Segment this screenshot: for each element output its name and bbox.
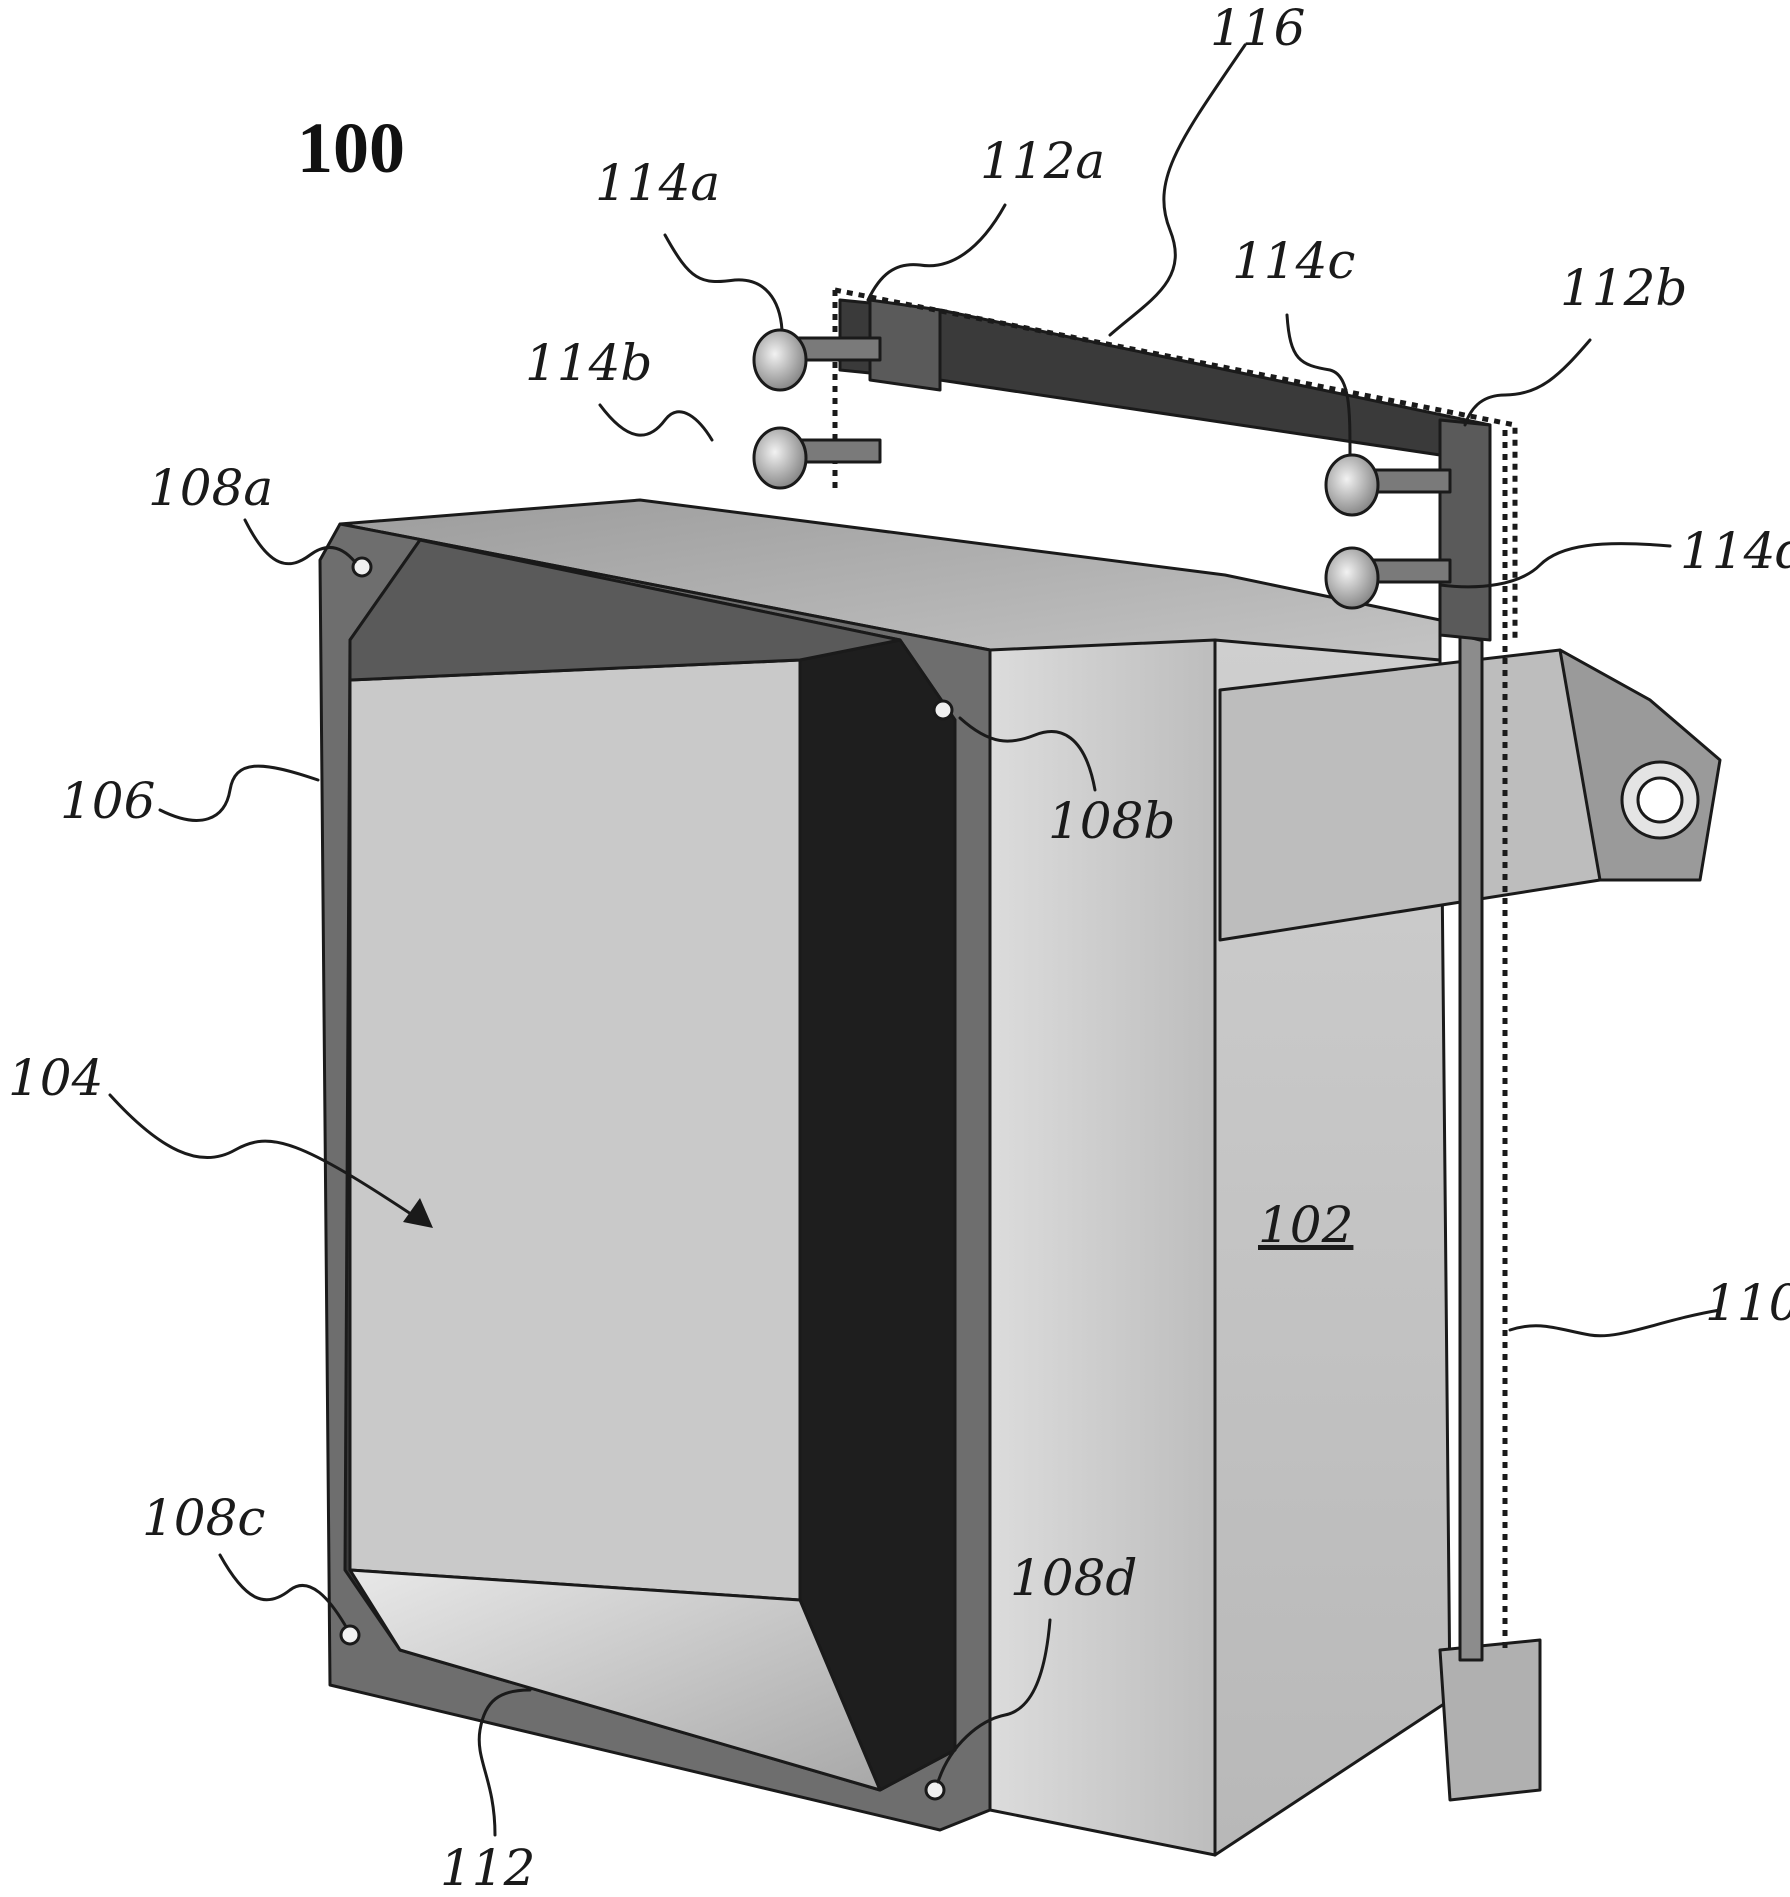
- label-106: 106: [60, 772, 155, 830]
- screws: [752, 328, 1452, 610]
- figure-number: 100: [297, 108, 405, 188]
- cavity-back-wall: [348, 658, 802, 1602]
- flange-hole-108b: [932, 699, 954, 721]
- enclosure-foot: [1438, 1638, 1542, 1802]
- leader-112: [477, 1688, 532, 1837]
- arrow-104: [403, 1198, 433, 1228]
- leader-114d: [1438, 542, 1672, 589]
- label-110: 110: [1705, 1274, 1790, 1332]
- leader-108b: [958, 716, 1097, 792]
- label-116: 116: [1210, 0, 1305, 57]
- leader-114b: [598, 403, 714, 442]
- leader-106: [158, 764, 320, 822]
- leader-112b: [1463, 338, 1592, 427]
- bracket-dashed-outline: [834, 287, 1518, 640]
- label-108d: 108d: [1010, 1549, 1137, 1607]
- screw-114a: [752, 328, 882, 392]
- label-104: 104: [8, 1049, 103, 1107]
- leader-104: [108, 1093, 422, 1222]
- label-114a: 114a: [595, 154, 720, 212]
- label-114c: 114c: [1232, 232, 1355, 290]
- label-108c: 108c: [142, 1489, 265, 1547]
- label-108b: 108b: [1048, 792, 1175, 850]
- cavity-floor: [348, 1568, 882, 1792]
- label-108a: 108a: [148, 459, 273, 517]
- mounting-tab: [1218, 648, 1722, 942]
- flange-hole-108a: [351, 556, 373, 578]
- cavity-right-wall: [798, 638, 957, 1792]
- screw-114d: [1324, 546, 1452, 610]
- leader-114c: [1285, 313, 1352, 457]
- leader-lines: [108, 43, 1722, 1837]
- reference-labels: 100 116 112a 114a 114c 112b 114b 108a 11…: [8, 0, 1790, 1897]
- leader-108d: [936, 1618, 1052, 1784]
- leader-108a: [243, 518, 357, 566]
- front-flange: [318, 522, 992, 1832]
- screw-114b: [752, 426, 882, 490]
- label-112: 112: [440, 1839, 535, 1897]
- label-114d: 114d: [1680, 522, 1790, 580]
- flange-hole-108d: [924, 1779, 946, 1801]
- leader-114a: [663, 233, 784, 332]
- leader-116: [1108, 43, 1247, 337]
- leader-112a: [866, 203, 1007, 302]
- label-112a: 112a: [980, 132, 1105, 190]
- leader-108c: [218, 1553, 347, 1627]
- label-102: 102: [1258, 1196, 1353, 1254]
- leader-110: [1508, 1308, 1722, 1338]
- screw-114c: [1324, 453, 1452, 517]
- label-112b: 112b: [1560, 259, 1687, 317]
- enclosure-body: [338, 498, 1542, 1857]
- flange-hole-108c: [339, 1624, 361, 1646]
- label-114b: 114b: [525, 334, 652, 392]
